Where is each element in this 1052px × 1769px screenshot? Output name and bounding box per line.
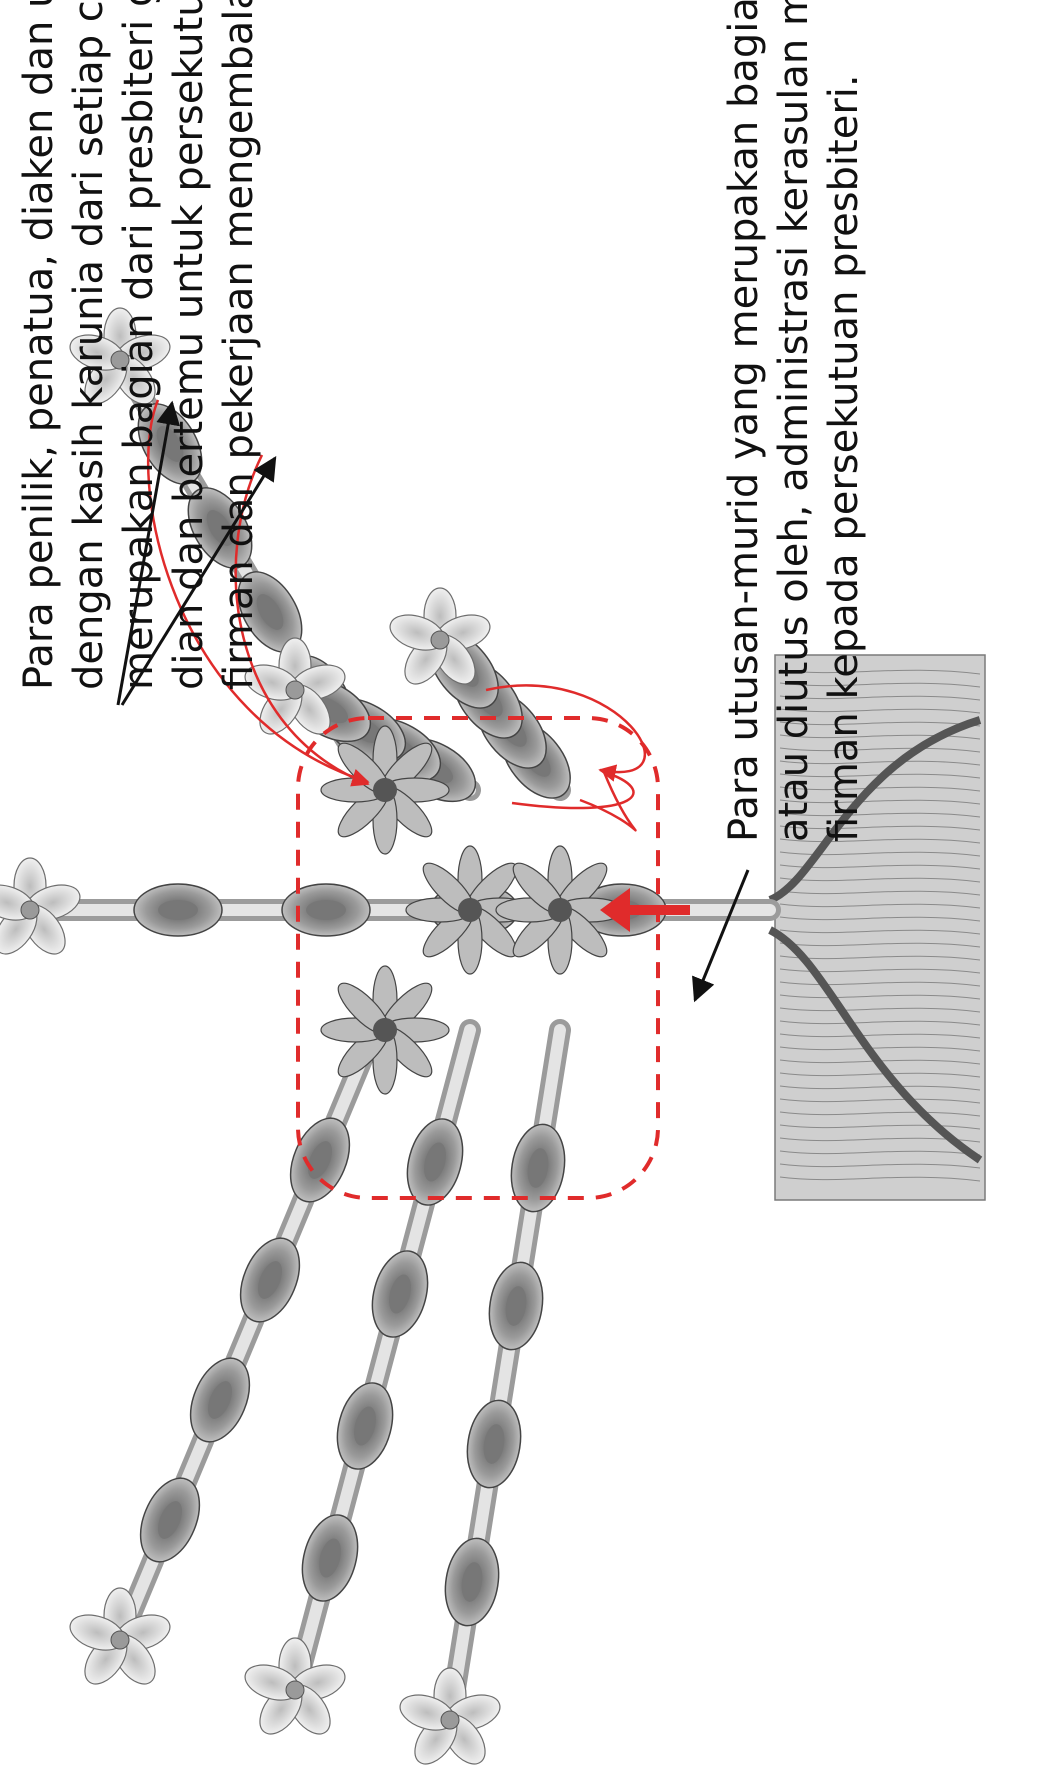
flower-icon [396, 1668, 505, 1769]
caption-bottom-line-2: atau diutus oleh, administrasi kerasulan… [771, 0, 817, 842]
flower-center [286, 1681, 304, 1699]
flower-center [111, 1631, 129, 1649]
bud-core [373, 778, 397, 802]
caption-top-line-5: firman dan pekerjaan mengembalakan. [216, 0, 262, 690]
pointer-arrow-lower [695, 870, 748, 1000]
flower-center [441, 1711, 459, 1729]
caption-top-line-4: dian dan bertemu untuk persekutuan dalam [166, 0, 212, 690]
bud-core [306, 900, 346, 920]
caption-top-line-3: merupakan bagian dari presbiteri gereja … [116, 0, 162, 690]
flower-icon [66, 1588, 175, 1691]
flower-icon [241, 1638, 350, 1741]
presbytery-bud-1 [321, 726, 449, 854]
caption-top-line-1: Para penilik, penatua, diaken dan utusan [16, 0, 62, 690]
caption-bottom-line-3: firman kepada persekutuan presbiteri. [821, 74, 867, 842]
caption-top: Para penilik, penatua, diaken dan utusan… [16, 0, 262, 690]
caption-bottom-line-1: Para utusan-murid yang merupakan bagian … [721, 0, 767, 842]
presbytery-bud-4 [321, 966, 449, 1094]
flower-center [431, 631, 449, 649]
flower-center [21, 901, 39, 919]
bud-core [373, 1018, 397, 1042]
flower-center [286, 681, 304, 699]
caption-top-line-2: dengan kasih karunia dari setiap cabang [66, 0, 112, 690]
flower-icon [0, 858, 84, 961]
bud-core [158, 900, 198, 920]
caption-bottom: Para utusan-murid yang merupakan bagian … [721, 0, 867, 842]
bud-core [548, 898, 572, 922]
bud-core [458, 898, 482, 922]
